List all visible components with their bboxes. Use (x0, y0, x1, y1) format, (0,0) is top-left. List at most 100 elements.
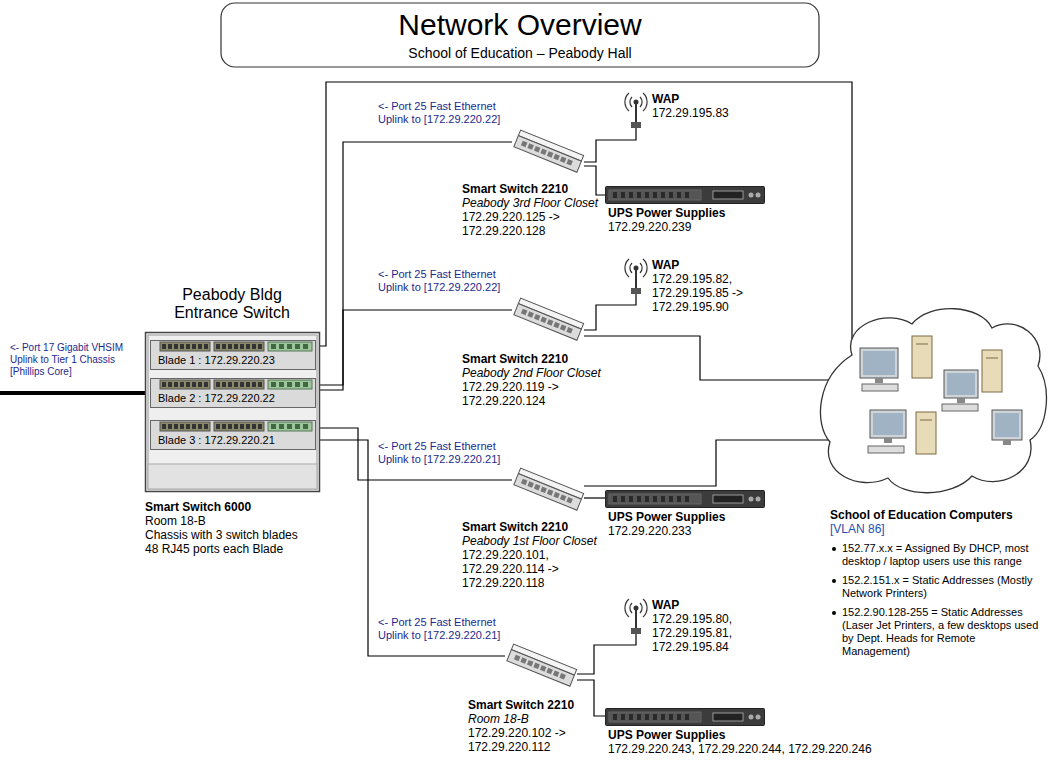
floor-switch: Smart Switch 2210Peabody 3rd Floor Close… (512, 130, 584, 176)
ups-power-supply: UPS Power Supplies172.29.220.243, 172.29… (605, 708, 765, 726)
wap-icon (626, 92, 646, 128)
switch-body (514, 130, 584, 172)
pc-tower (916, 412, 936, 454)
rj45-port (204, 382, 208, 387)
node-text: Chassis with 3 switch blades (145, 528, 365, 542)
blade-module (268, 342, 312, 351)
ups-power-supply: UPS Power Supplies172.29.220.233 (605, 490, 765, 508)
wireless-access-point: WAP172.29.195.80, 172.29.195.81, 172.29.… (626, 598, 646, 634)
rj45-port (204, 344, 208, 349)
rj45-port (192, 382, 196, 387)
node-text: Peabody Bldg Entrance Switch (167, 286, 297, 322)
blade-body (151, 421, 316, 450)
module-port (287, 382, 292, 387)
core-uplink-line (0, 391, 150, 395)
switch-port (546, 668, 553, 675)
ups-vent (653, 496, 657, 502)
radio-wave (640, 603, 642, 613)
switch-port (553, 154, 560, 161)
rj45-port (168, 424, 172, 429)
ups-vent (685, 192, 689, 198)
rj45-port (222, 424, 226, 429)
module-port (271, 382, 276, 387)
switch-port (559, 673, 566, 680)
switch-port (521, 141, 528, 148)
cloud-icon (812, 300, 1048, 500)
ups-display (713, 191, 743, 199)
ups-vent (613, 496, 617, 502)
rj45-port (192, 424, 196, 429)
ups-button (756, 715, 761, 720)
computer-cloud: School of Education Computers[VLAN 86]15… (812, 300, 1048, 500)
ups-vent (669, 192, 673, 198)
rj45-port (216, 424, 220, 429)
text-group: Peabody Bldg Entrance Switch (167, 286, 297, 322)
node-text: [VLAN 86] (830, 522, 1040, 536)
switch-port (566, 159, 573, 166)
rj45-port (246, 424, 250, 429)
module-port (303, 382, 308, 387)
ups-vent (621, 192, 625, 198)
antenna-tip (634, 100, 639, 105)
radio-wave (643, 599, 647, 617)
floor-switch: Smart Switch 2210Peabody 2nd Floor Close… (512, 298, 584, 344)
module-port (303, 344, 308, 349)
port-group (214, 342, 264, 351)
ups-vent (661, 496, 665, 502)
rj45-port (234, 382, 238, 387)
port-group (214, 422, 264, 431)
switch-port (527, 311, 534, 318)
rj45-port (258, 382, 262, 387)
ups-vent (669, 496, 673, 502)
link-label: <- Port 25 Fast Ethernet Uplink to [172.… (378, 100, 518, 126)
ups-panel (609, 712, 701, 722)
ups-vent (669, 714, 673, 720)
switch-port (540, 487, 547, 494)
network-link (584, 440, 840, 486)
switch-front (514, 474, 582, 511)
wap-icon (626, 258, 646, 294)
node-text: Smart Switch 6000 (145, 500, 365, 514)
ups-icon (605, 490, 765, 508)
rj45-port (222, 344, 226, 349)
rj45-port (186, 424, 190, 429)
node-text: UPS Power Supplies (608, 510, 808, 524)
rj45-port (168, 382, 172, 387)
text-group: Smart Switch 2210Peabody 2nd Floor Close… (462, 352, 612, 408)
link-label: <- Port 25 Fast Ethernet Uplink to [172.… (378, 616, 518, 642)
module-port (279, 382, 284, 387)
rj45-port (252, 382, 256, 387)
network-link (577, 680, 605, 716)
rj45-port (162, 382, 166, 387)
node-text: Room 18-B (145, 514, 365, 528)
text-group: Blade 3 : 172.29.220.21 (158, 433, 313, 447)
ups-vent (645, 192, 649, 198)
switch-icon (512, 298, 584, 344)
rj45-port (198, 382, 202, 387)
rj45-port (240, 424, 244, 429)
rj45-port (192, 344, 196, 349)
wireless-access-point: WAP172.29.195.83 (626, 92, 646, 128)
module-port (295, 382, 300, 387)
node-text: 172.29.195.80, 172.29.195.81, 172.29.195… (652, 612, 757, 654)
ups-button (756, 497, 761, 502)
chassis-inner (148, 335, 317, 489)
tower-drive (916, 344, 928, 345)
node-text: Peabody 1st Floor Closet (462, 534, 612, 548)
antenna-base (631, 122, 641, 128)
node-text: 48 RJ45 ports each Blade (145, 542, 365, 556)
rj45-port (168, 344, 172, 349)
switch-port (560, 324, 567, 331)
node-text: Room 18-B (468, 712, 618, 726)
monitor-frame (944, 370, 978, 398)
port-group (160, 380, 210, 389)
switch-port (547, 151, 554, 158)
switch-body (514, 298, 584, 340)
text-group: WAP172.29.195.80, 172.29.195.81, 172.29.… (652, 598, 772, 654)
rj45-port (240, 382, 244, 387)
ups-button (749, 193, 754, 198)
text-group: Blade 2 : 172.29.220.22 (158, 391, 313, 405)
switch-port (553, 322, 560, 329)
node-text: Smart Switch 2210 (468, 698, 618, 712)
module-port (271, 424, 276, 429)
